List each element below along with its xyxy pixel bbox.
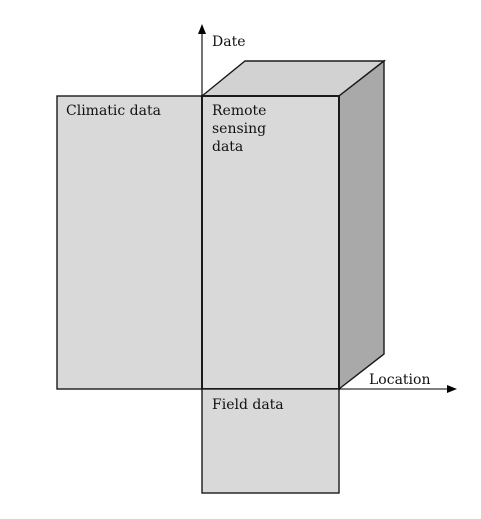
date-axis-arrowhead bbox=[198, 24, 206, 34]
location-axis-label: Location bbox=[369, 372, 430, 388]
climatic-data-label: Climatic data bbox=[66, 103, 161, 119]
date-axis-label: Date bbox=[212, 34, 245, 50]
remote-sensing-cube-front bbox=[201, 95, 340, 390]
climatic-data-panel bbox=[56, 95, 203, 390]
remote-sensing-label-line-3: data bbox=[212, 139, 243, 155]
field-data-label: Field data bbox=[212, 397, 284, 413]
remote-sensing-label-line-1: Remote bbox=[212, 103, 266, 119]
location-axis-arrowhead bbox=[447, 385, 457, 393]
remote-sensing-cube-side bbox=[338, 59, 385, 391]
remote-sensing-label-line-2: sensing bbox=[212, 121, 266, 137]
remote-sensing-label: Remote sensing data bbox=[212, 103, 271, 155]
field-data-panel bbox=[201, 388, 340, 494]
